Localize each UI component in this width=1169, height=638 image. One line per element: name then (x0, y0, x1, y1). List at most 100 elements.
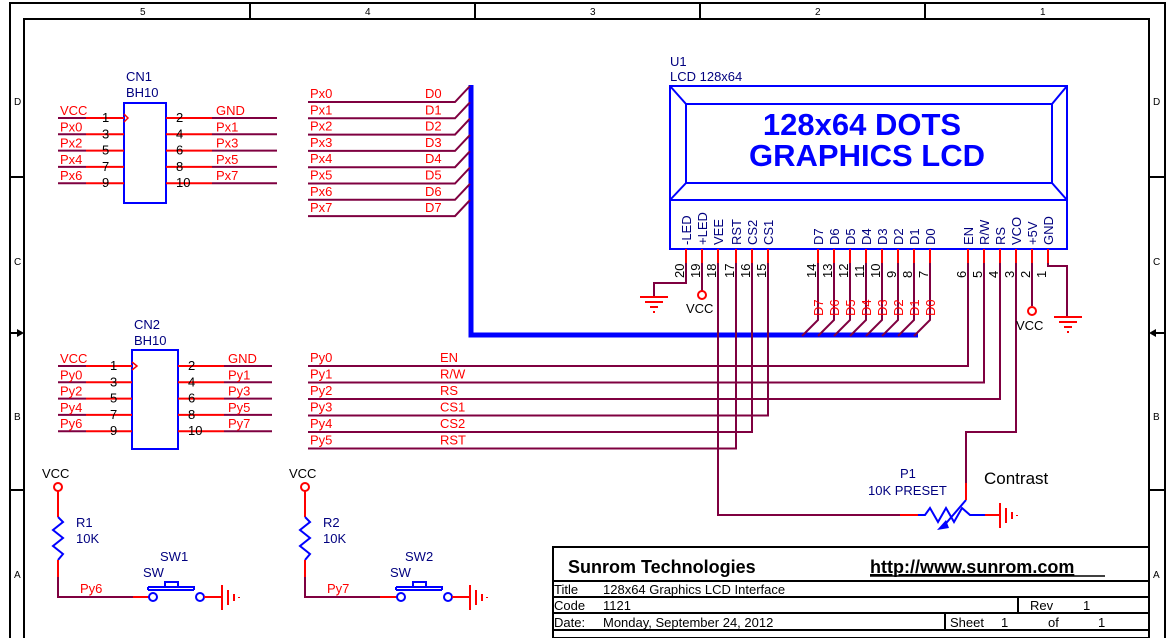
zone-row-label: C (1153, 257, 1160, 268)
bus-entry-wire (308, 166, 471, 185)
lcd-pin-name: R/W (977, 219, 992, 245)
bus-entry-wire (849, 263, 867, 337)
lcd-pin-name: CS2 (745, 220, 760, 245)
net-label: Py4 (310, 416, 332, 431)
bus-net-label: D7 (811, 299, 826, 316)
lcd-pin-name: D6 (827, 228, 842, 245)
zone-row-label: D (14, 97, 21, 108)
date-label: Date: (554, 615, 585, 630)
lcd-pin-number: 5 (970, 271, 985, 278)
wire (1047, 263, 1068, 317)
switch-ref: SW1 (160, 549, 188, 564)
net-label: Px3 (310, 135, 332, 150)
net-label: Px1 (216, 119, 238, 134)
connector-value: BH10 (134, 333, 167, 348)
net-label: Px4 (310, 151, 332, 166)
sheet-label: Sheet (950, 615, 984, 630)
vcc-symbol (1027, 306, 1037, 316)
lcd-pin-number: 4 (986, 271, 1001, 278)
net-label: D5 (425, 168, 442, 183)
lcd-pin-name: D2 (891, 228, 906, 245)
net-label: Py1 (228, 367, 250, 382)
lcd-u1 (669, 85, 1068, 250)
control-wire (308, 263, 969, 367)
rev-value: 1 (1083, 598, 1090, 613)
net-label: D4 (425, 151, 442, 166)
pin-number: 1 (110, 358, 117, 373)
rev-label: Rev (1030, 598, 1054, 613)
zone-row-label: A (1153, 570, 1160, 581)
drawing-frame (9, 2, 1166, 638)
lcd-display-text: 128x64 DOTS (763, 107, 961, 142)
company-url: http://www.sunrom.com (870, 557, 1074, 577)
zone-column-label: 2 (815, 7, 821, 18)
net-label: Px6 (310, 184, 332, 199)
sheet-number: 1 (1001, 615, 1008, 630)
control-wire (308, 263, 985, 384)
bus-entry-wire (308, 101, 471, 120)
zone-column-label: 1 (1040, 7, 1046, 18)
bus-entry-wire (865, 263, 883, 337)
connector-ref: CN2 (134, 317, 160, 332)
net-label: Px7 (216, 168, 238, 183)
connector-cn2 (58, 349, 272, 450)
drawing-date: Monday, September 24, 2012 (603, 615, 773, 630)
lcd-pin-number: 16 (738, 264, 753, 278)
vcc-symbol (697, 290, 707, 300)
lcd-pin-name: D0 (923, 228, 938, 245)
lcd-pin-number: 12 (836, 264, 851, 278)
net-label: Px5 (216, 152, 238, 167)
pin-number: 10 (188, 423, 202, 438)
lcd-pin-number: 14 (804, 264, 819, 278)
net-label: D3 (425, 135, 442, 150)
net-label: Py4 (60, 400, 82, 415)
company-name: Sunrom Technologies (568, 557, 756, 577)
zone-column-label: 4 (365, 7, 371, 18)
drawing-title: 128x64 Graphics LCD Interface (603, 582, 785, 597)
bus-net-label: D6 (827, 299, 842, 316)
bus-net-label: D3 (875, 299, 890, 316)
drawing-code: 1121 (603, 598, 631, 613)
lcd-pin-number: 17 (722, 264, 737, 278)
zone-row-label: A (14, 570, 21, 581)
bus-net-label: D2 (891, 299, 906, 316)
lcd-pin-number: 20 (672, 264, 687, 278)
net-label: Py7 (228, 416, 250, 431)
bus-entry-wire (308, 199, 471, 218)
net-label: Px7 (310, 200, 332, 215)
preset-ref: P1 (900, 466, 916, 481)
lcd-pin-name: D4 (859, 228, 874, 245)
control-wire (308, 263, 737, 450)
bus-net-label: D0 (923, 299, 938, 316)
bus-entry-wire (801, 263, 819, 337)
gnd-symbol (640, 296, 668, 313)
zone-column-label: 3 (590, 7, 596, 18)
pin-number: 9 (110, 423, 117, 438)
lcd-pin-name: GND (1041, 216, 1056, 245)
net-label: Py2 (60, 384, 82, 399)
lcd-pin-name: D5 (843, 228, 858, 245)
bus-entry-wire (817, 263, 835, 337)
net-label: D0 (425, 86, 442, 101)
net-label: RS (440, 383, 458, 398)
zone-row-label: B (1153, 412, 1160, 423)
lcd-pin-name: D1 (907, 228, 922, 245)
control-wire (308, 263, 1001, 400)
pin-number: 1 (102, 110, 109, 125)
lcd-pin-name: VCO (1009, 217, 1024, 245)
lcd-pin-name: D3 (875, 228, 890, 245)
switch-circuits (51, 482, 488, 610)
lcd-pin-name: +5V (1025, 221, 1040, 245)
bus-entry-wire (881, 263, 899, 337)
net-label: D2 (425, 119, 442, 134)
net-label: Py3 (310, 400, 332, 415)
net-label: D6 (425, 184, 442, 199)
switch-value: SW (143, 565, 165, 580)
net-label: Py2 (310, 383, 332, 398)
pin-number: 7 (110, 407, 117, 422)
lcd-pin-number: 10 (868, 264, 883, 278)
lcd-pin-number: 6 (954, 271, 969, 278)
bus-entry-wire (833, 263, 851, 337)
bus-net-label: D5 (843, 299, 858, 316)
lcd-pin-number: 8 (900, 271, 915, 278)
